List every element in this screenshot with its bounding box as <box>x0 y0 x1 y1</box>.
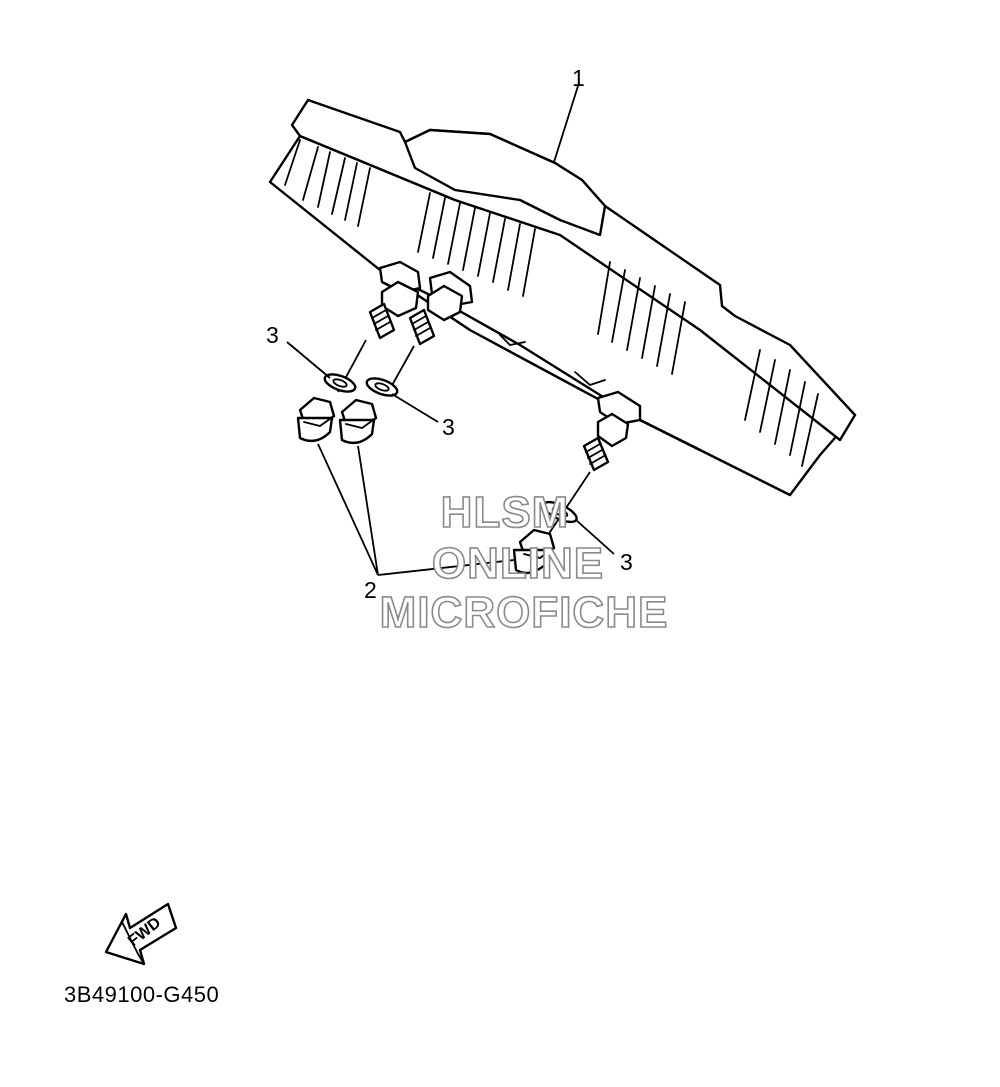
stud-middle <box>408 284 464 346</box>
callout-1: 1 <box>572 65 585 91</box>
washer-left <box>323 373 357 393</box>
watermark: HLSM ONLINE MICROFICHE <box>379 487 669 638</box>
cap-nut-middle <box>338 398 378 445</box>
cap-nut-right <box>512 528 556 575</box>
mounting-studs <box>368 280 630 472</box>
diagram-code: 3B49100-G450 <box>64 982 220 1007</box>
callout-3-left: 3 <box>266 322 279 348</box>
watermark-line-2: ONLINE <box>432 539 604 588</box>
callout-2: 2 <box>364 577 377 603</box>
washer-right <box>542 500 578 524</box>
watermark-line-3: MICROFICHE <box>380 588 669 637</box>
cap-nut-left <box>296 396 336 443</box>
washer-middle <box>365 377 399 397</box>
leader-lines <box>286 85 615 576</box>
stud-right <box>582 412 630 472</box>
meter-side-ribs <box>284 139 819 467</box>
stud-left <box>368 280 420 340</box>
callout-3-middle: 3 <box>442 414 455 440</box>
callout-numbers: 1 3 3 3 2 <box>266 65 633 603</box>
callout-3-right: 3 <box>620 549 633 575</box>
fwd-arrow-icon: FWD <box>104 902 178 966</box>
watermark-line-1: HLSM <box>441 488 570 537</box>
